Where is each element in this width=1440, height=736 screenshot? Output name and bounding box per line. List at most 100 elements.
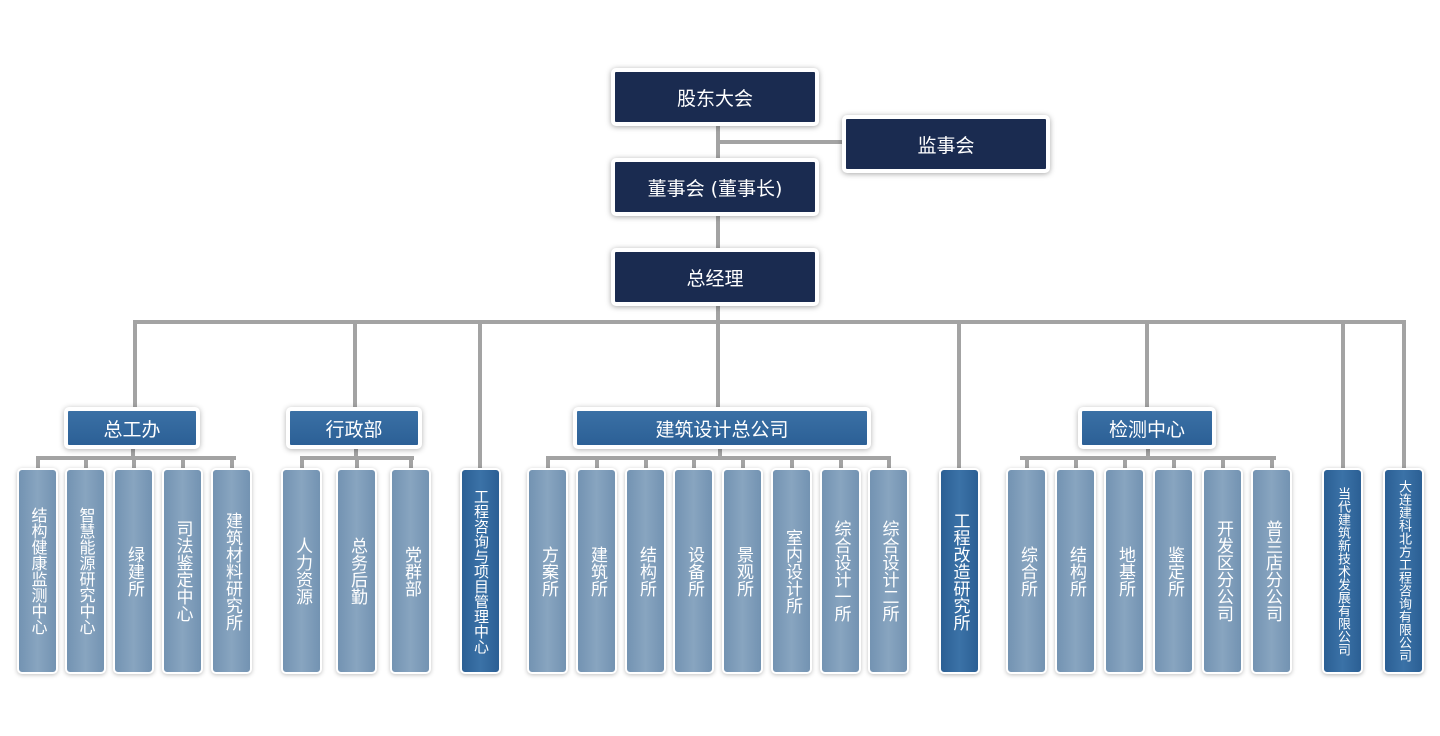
connector-drop-design xyxy=(716,320,720,412)
node-board-of-directors: 董事会 (董事长) xyxy=(611,158,819,216)
leaf-judicial-appraisal: 司法鉴定中心 xyxy=(162,468,203,674)
connector-xingzheng-stem xyxy=(354,446,358,460)
unit-renovation-research-institute: 工程改造研究所 xyxy=(939,468,980,674)
leaf-building-materials-research: 建筑材料研究所 xyxy=(211,468,252,674)
leaf-smart-energy-research: 智慧能源研究中心 xyxy=(65,468,106,674)
leaf-party-mass-department: 党群部 xyxy=(390,468,431,674)
connector-design-stem xyxy=(718,446,722,460)
connector-drop-consulting xyxy=(478,320,482,472)
connector-leaf-drop xyxy=(740,456,745,470)
leaf-label: 室内设计所 xyxy=(782,528,802,614)
connector-drop-renovation xyxy=(957,320,961,472)
leaf-general-affairs: 总务后勤 xyxy=(336,468,377,674)
connector-leaf-drop xyxy=(545,456,550,470)
connector-leaf-drop xyxy=(83,456,88,470)
unit-label: 工程改造研究所 xyxy=(949,511,970,631)
connector-leaf-drop xyxy=(886,456,891,470)
connector-leaf-drop xyxy=(643,456,648,470)
leaf-appraisal-testing: 鉴定所 xyxy=(1153,468,1194,674)
leaf-label: 设备所 xyxy=(684,545,704,597)
division-label: 总工办 xyxy=(103,418,161,441)
leaf-label: 地基所 xyxy=(1115,545,1135,597)
node-label: 股东大会 xyxy=(676,87,753,110)
connector-leaf-drop xyxy=(1122,456,1127,470)
leaf-human-resources: 人力资源 xyxy=(281,468,322,674)
leaf-landscape-studio: 景观所 xyxy=(722,468,763,674)
connector-leaf-drop xyxy=(1073,456,1078,470)
leaf-general-design-studio-1: 综合设计一所 xyxy=(820,468,861,674)
connector-board-gm xyxy=(716,213,720,255)
leaf-comprehensive-testing: 综合所 xyxy=(1006,468,1047,674)
connector-zonggongban-bus xyxy=(38,456,236,460)
leaf-label: 综合设计一所 xyxy=(830,520,851,622)
leaf-label: 人力资源 xyxy=(292,537,312,605)
leaf-label: 结构所 xyxy=(1066,545,1086,597)
leaf-label: 景观所 xyxy=(733,545,753,597)
connector-leaf-drop xyxy=(838,456,843,470)
node-supervisory-board: 监事会 xyxy=(842,115,1050,173)
node-label: 总经理 xyxy=(686,267,744,290)
node-general-manager: 总经理 xyxy=(611,248,819,306)
leaf-label: 鉴定所 xyxy=(1164,545,1184,597)
leaf-structural-health-monitoring: 结构健康监测中心 xyxy=(17,468,58,674)
leaf-label: 建筑材料研究所 xyxy=(222,511,242,631)
node-label: 监事会 xyxy=(917,134,975,157)
division-label: 检测中心 xyxy=(1108,418,1185,441)
connector-leaf-drop xyxy=(131,456,136,470)
connector-gm-bus xyxy=(716,304,720,324)
leaf-label: 智慧能源研究中心 xyxy=(76,507,96,635)
division-zonggongban: 总工办 xyxy=(64,407,200,449)
connector-main-bus xyxy=(133,320,1406,324)
connector-drop-dalian xyxy=(1402,320,1406,472)
connector-leaf-drop xyxy=(1269,456,1274,470)
unit-label: 当代建筑新技术发展有限公司 xyxy=(1335,486,1350,656)
division-architecture-design: 建筑设计总公司 xyxy=(573,407,871,449)
node-label: 董事会 (董事长) xyxy=(647,177,783,200)
division-label: 建筑设计总公司 xyxy=(655,418,789,441)
leaf-interior-design-studio: 室内设计所 xyxy=(771,468,812,674)
connector-testing-stem xyxy=(1146,446,1150,460)
leaf-development-zone-branch: 开发区分公司 xyxy=(1202,468,1243,674)
leaf-green-building: 绿建所 xyxy=(113,468,154,674)
leaf-structure-studio: 结构所 xyxy=(625,468,666,674)
leaf-label: 综合所 xyxy=(1017,545,1037,597)
leaf-label: 结构健康监测中心 xyxy=(28,507,48,635)
leaf-foundation-testing: 地基所 xyxy=(1104,468,1145,674)
connector-leaf-drop xyxy=(594,456,599,470)
connector-leaf-drop xyxy=(354,456,359,470)
unit-engineering-consulting-center: 工程咨询与项目管理中心 xyxy=(460,468,501,674)
connector-leaf-drop xyxy=(180,456,185,470)
leaf-label: 结构所 xyxy=(636,545,656,597)
division-label: 行政部 xyxy=(325,418,383,441)
division-xingzheng: 行政部 xyxy=(286,407,422,449)
unit-label: 工程咨询与项目管理中心 xyxy=(472,488,490,654)
leaf-equipment-studio: 设备所 xyxy=(673,468,714,674)
leaf-label: 绿建所 xyxy=(124,545,144,597)
leaf-label: 普兰店分公司 xyxy=(1262,520,1282,622)
connector-leaf-drop xyxy=(1024,456,1029,470)
connector-leaf-drop xyxy=(691,456,696,470)
leaf-label: 综合设计二所 xyxy=(878,520,899,622)
unit-dangdai-new-tech-company: 当代建筑新技术发展有限公司 xyxy=(1322,468,1363,674)
connector-leaf-drop xyxy=(229,456,234,470)
connector-drop-zonggongban xyxy=(133,320,137,412)
leaf-label: 开发区分公司 xyxy=(1213,520,1233,622)
unit-dalian-jianke-beifang-consulting: 大连建科北方工程咨询有限公司 xyxy=(1383,468,1424,674)
connector-leaf-drop xyxy=(789,456,794,470)
connector-supervisors xyxy=(716,140,846,144)
connector-leaf-drop xyxy=(35,456,40,470)
connector-testing-bus xyxy=(1020,456,1276,460)
connector-zonggongban-stem xyxy=(131,446,135,460)
leaf-label: 建筑所 xyxy=(587,545,607,597)
division-testing-center: 检测中心 xyxy=(1078,407,1216,449)
leaf-label: 司法鉴定中心 xyxy=(172,520,193,622)
node-shareholders-meeting: 股东大会 xyxy=(611,68,819,126)
connector-design-bus xyxy=(546,456,891,460)
connector-leaf-drop xyxy=(408,456,413,470)
leaf-structure-testing: 结构所 xyxy=(1055,468,1096,674)
connector-leaf-drop xyxy=(299,456,304,470)
connector-drop-testing xyxy=(1145,320,1149,412)
leaf-label: 党群部 xyxy=(401,545,421,597)
leaf-scheme-studio: 方案所 xyxy=(527,468,568,674)
connector-drop-xingzheng xyxy=(353,320,357,412)
